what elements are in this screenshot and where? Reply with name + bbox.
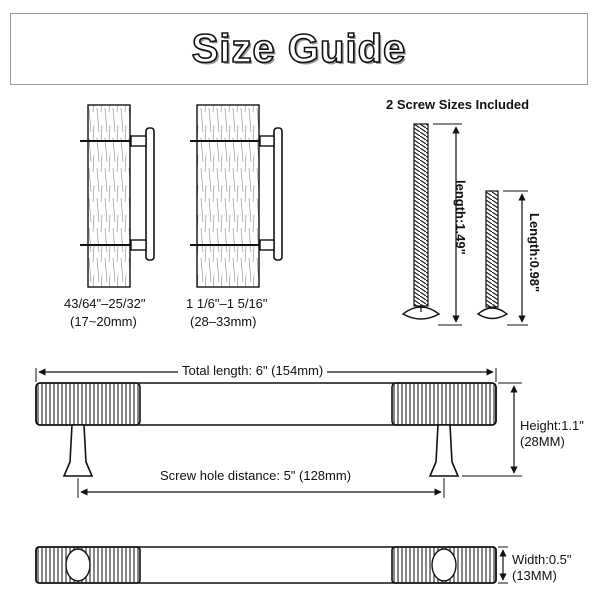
thin-board-illustration xyxy=(80,104,155,288)
long-screw xyxy=(401,123,441,320)
long-screw-length-label: length:1.49" xyxy=(453,180,468,255)
thick-board-range-mm: (28–33mm) xyxy=(190,314,257,329)
thin-board-range-mm: (17~20mm) xyxy=(70,314,137,329)
side-knurl-left xyxy=(35,382,141,426)
total-length-label: Total length: 6" (154mm) xyxy=(178,363,328,378)
thin-board-handle xyxy=(145,127,155,261)
height-label-mm: (28MM) xyxy=(520,434,565,449)
thin-board-range: 43/64"–25/32" xyxy=(64,296,146,311)
width-label: Width:0.5" xyxy=(512,552,572,567)
title-banner: Size Guide xyxy=(10,13,588,85)
top-view-handle xyxy=(35,546,497,584)
thick-board-illustration xyxy=(190,104,283,288)
side-post-left xyxy=(62,424,94,477)
thick-board-handle xyxy=(273,127,283,261)
thin-board-post-bottom xyxy=(130,239,147,251)
side-post-right xyxy=(428,424,460,477)
short-screw xyxy=(476,190,509,320)
thick-board xyxy=(196,104,260,288)
side-view-handle xyxy=(35,382,497,477)
thin-board xyxy=(87,104,131,288)
top-post-left xyxy=(65,548,91,582)
page-title: Size Guide xyxy=(191,26,407,72)
top-post-right xyxy=(431,548,457,582)
height-label: Height:1.1" xyxy=(520,418,584,433)
thick-board-post-bottom xyxy=(259,239,275,251)
thin-board-post-top xyxy=(130,135,147,147)
side-knurl-right xyxy=(391,382,497,426)
width-label-mm: (13MM) xyxy=(512,568,557,583)
thick-board-range: 1 1/6"–1 5/16" xyxy=(186,296,268,311)
thick-board-post-top xyxy=(259,135,275,147)
screw-sizes-title: 2 Screw Sizes Included xyxy=(386,97,530,112)
screw-hole-distance-label: Screw hole distance: 5" (128mm) xyxy=(156,468,356,483)
short-screw-length-label: Length:0.98" xyxy=(527,213,542,293)
